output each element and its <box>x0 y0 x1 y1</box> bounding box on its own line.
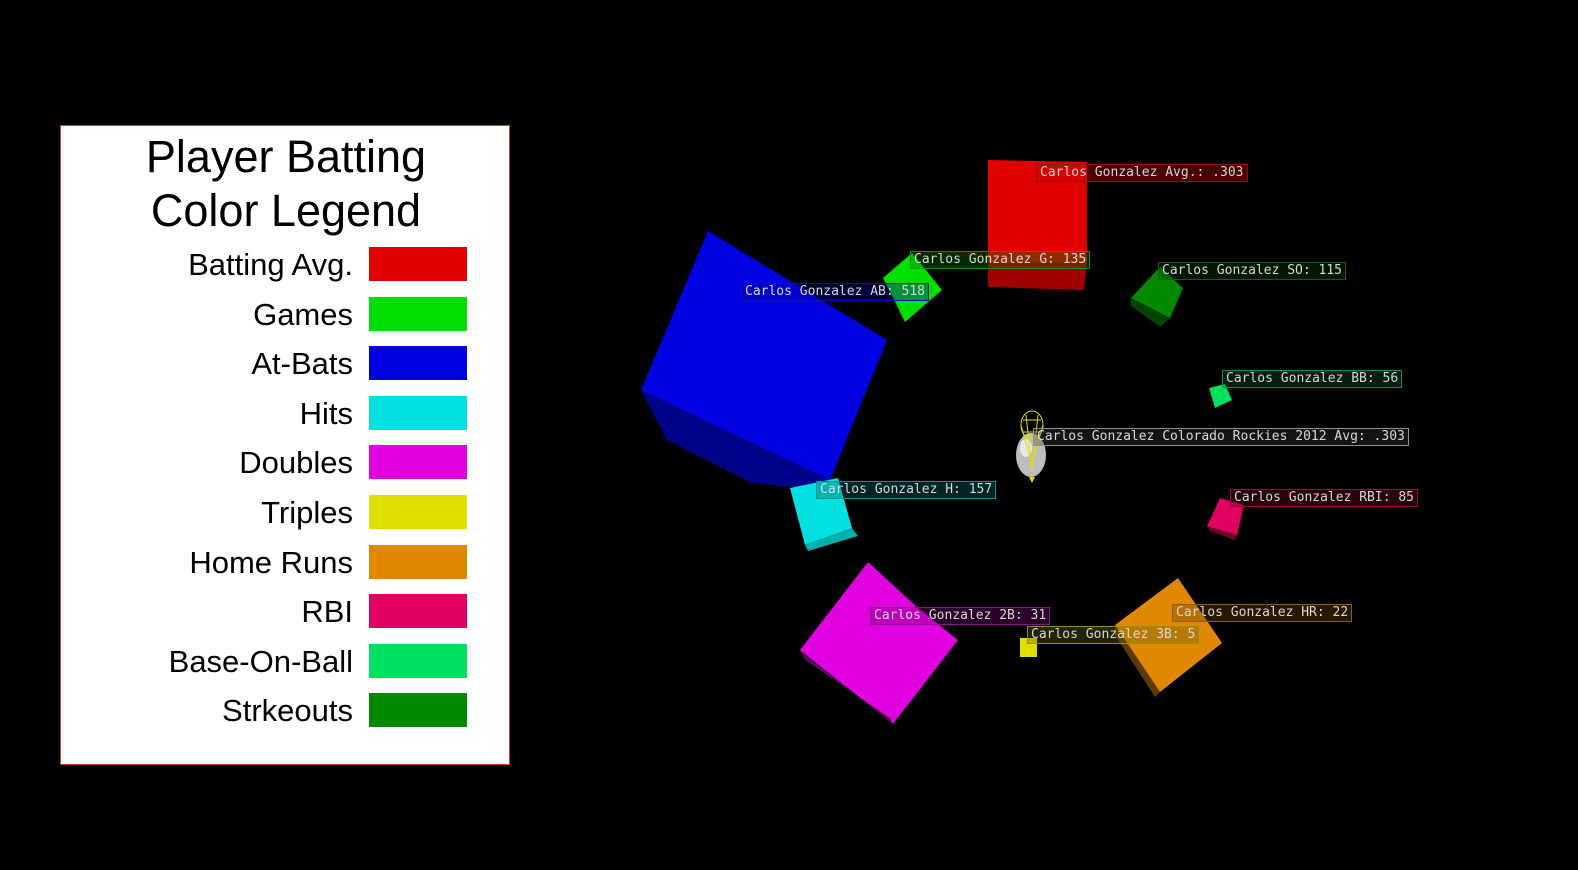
legend-item-label: At-Bats <box>251 346 353 382</box>
label-strikeouts: Carlos Gonzalez SO: 115 <box>1158 262 1347 280</box>
legend-color-swatch <box>369 445 467 480</box>
label-triples: Carlos Gonzalez 3B: 5 <box>1027 626 1200 644</box>
cube-batting-avg <box>988 160 1087 290</box>
legend-item-label: Batting Avg. <box>188 247 353 282</box>
label-doubles: Carlos Gonzalez 2B: 31 <box>870 607 1051 625</box>
legend-color-swatch <box>369 643 467 678</box>
legend-color-swatch <box>369 544 467 579</box>
legend-color-swatch <box>369 395 467 430</box>
label-at-bats: Carlos Gonzalez AB: 518 <box>741 283 930 301</box>
legend-item: Strkeouts <box>61 693 511 729</box>
label-batting-avg: Carlos Gonzalez Avg.: .303 <box>1036 164 1248 182</box>
player-marker <box>1016 410 1046 483</box>
cube-doubles <box>800 562 958 724</box>
label-home-runs: Carlos Gonzalez HR: 22 <box>1172 604 1353 622</box>
legend-item: Doubles <box>61 445 511 481</box>
legend-item: At-Bats <box>61 346 511 382</box>
legend-item: Batting Avg. <box>61 247 511 282</box>
cube-triples <box>1020 638 1037 657</box>
label-base-on-ball: Carlos Gonzalez BB: 56 <box>1222 370 1403 388</box>
legend-color-swatch <box>369 247 467 281</box>
cube-base-on-ball <box>1209 384 1232 408</box>
label-games: Carlos Gonzalez G: 135 <box>910 251 1091 269</box>
legend-item: Triples <box>61 495 511 530</box>
legend-color-swatch <box>369 693 467 728</box>
legend-item-label: Base-On-Ball <box>168 643 353 679</box>
legend-item-label: Hits <box>299 395 353 431</box>
legend-item-label: Games <box>253 296 353 332</box>
legend-color-swatch <box>369 346 467 381</box>
legend-item-label: Triples <box>261 495 353 530</box>
legend-item-label: RBI <box>301 594 353 630</box>
cube-at-bats <box>641 231 887 490</box>
legend-item-label: Doubles <box>239 445 353 481</box>
legend-item: Base-On-Ball <box>61 643 511 679</box>
color-legend: Player Batting Color Legend Batting Avg.… <box>60 125 510 765</box>
legend-item-label: Home Runs <box>189 544 353 580</box>
cube-hits <box>790 478 858 551</box>
legend-color-swatch <box>369 296 467 331</box>
legend-color-swatch <box>369 495 467 529</box>
legend-item-label: Strkeouts <box>222 693 353 729</box>
legend-item: Hits <box>61 395 511 431</box>
label-rbi: Carlos Gonzalez RBI: 85 <box>1230 489 1419 507</box>
legend-item: Home Runs <box>61 544 511 580</box>
cube-rbi <box>1207 498 1244 540</box>
legend-color-swatch <box>369 594 467 629</box>
legend-item: RBI <box>61 594 511 630</box>
label-player: Carlos Gonzalez Colorado Rockies 2012 Av… <box>1033 428 1409 446</box>
label-hits: Carlos Gonzalez H: 157 <box>816 481 997 499</box>
legend-item: Games <box>61 296 511 332</box>
legend-title: Player Batting Color Legend <box>145 131 427 236</box>
